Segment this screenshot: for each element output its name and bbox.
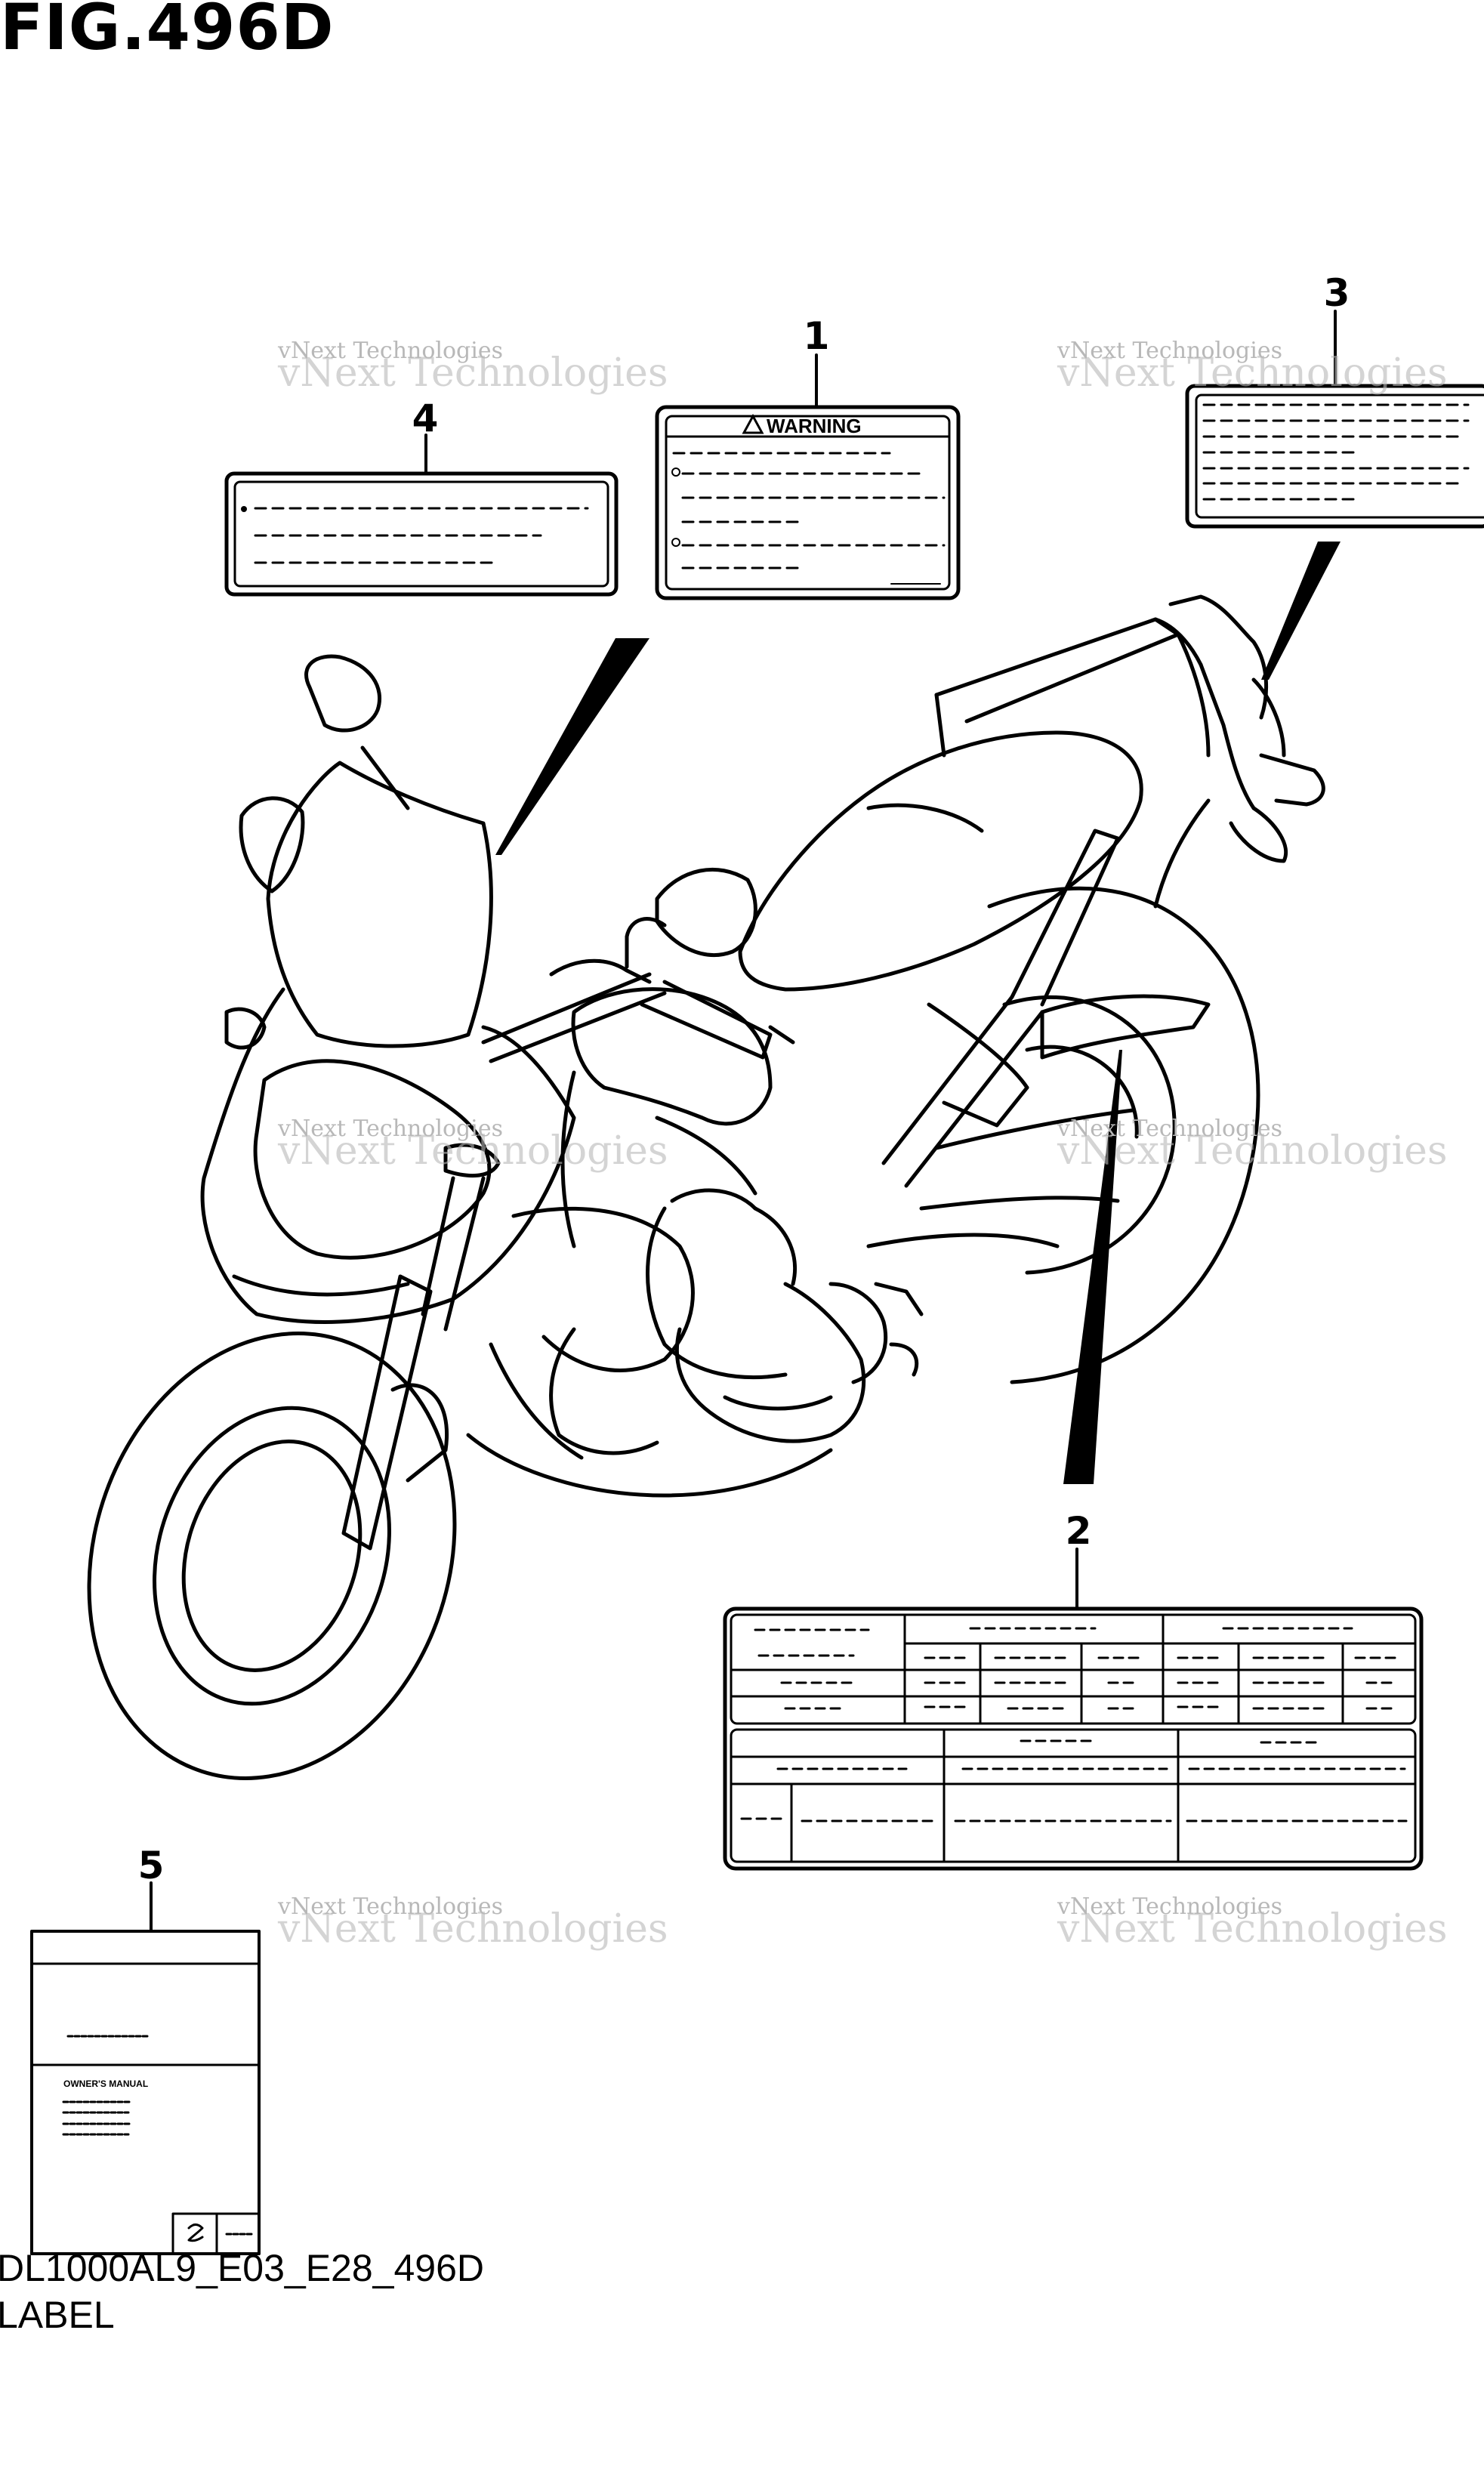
motorcycle-outline [87, 594, 1325, 1780]
pointer-2 [1063, 1050, 1122, 1484]
callout-3: 3 [1324, 271, 1350, 315]
callout-5: 5 [138, 1844, 165, 1887]
manual-title: OWNER'S MANUAL [63, 2079, 148, 2089]
callout-1: 1 [804, 314, 830, 358]
warning-heading: WARNING [742, 413, 862, 437]
label-1-warning-sticker [655, 405, 961, 600]
pointer-3 [1261, 542, 1341, 680]
label-3-sticker [1185, 384, 1484, 529]
svg-text:WARNING: WARNING [767, 415, 862, 437]
pointer-4 [495, 638, 649, 855]
callout-2: 2 [1066, 1509, 1092, 1553]
model-code: DL1000AL9_E03_E28_496D [0, 2247, 484, 2289]
label-4-sticker [224, 471, 619, 597]
callout-leaders [150, 310, 1337, 1931]
group-name: LABEL [0, 2294, 115, 2336]
callout-4: 4 [412, 397, 439, 440]
callout-numbers: 1 2 3 4 5 [138, 271, 1350, 1887]
item-5-owners-manual [30, 1930, 261, 2255]
label-2-table-sticker [723, 1606, 1424, 1871]
figure-title: FIG.496D [0, 0, 335, 64]
callout-pointers [495, 542, 1341, 1484]
